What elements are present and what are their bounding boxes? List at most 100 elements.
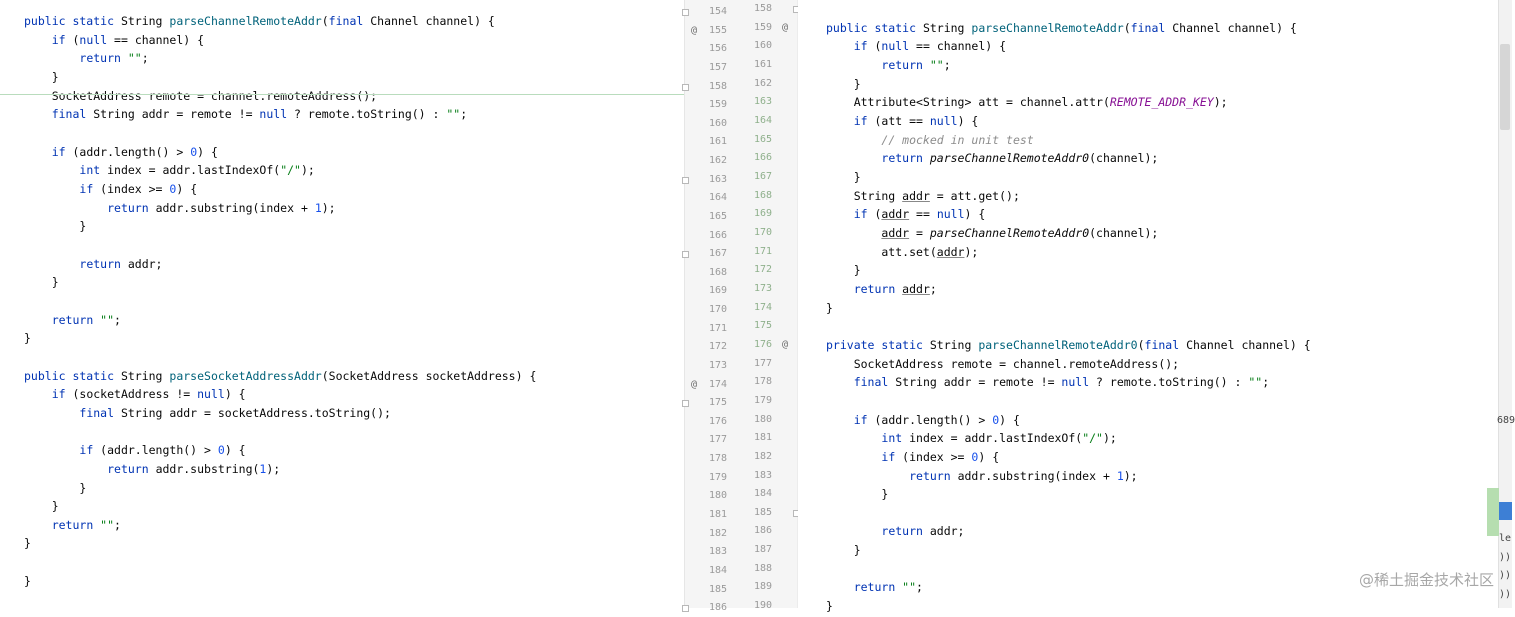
scrollbar-selection-marker[interactable] [1499, 502, 1512, 520]
code-line[interactable]: if (addr.length() > 0) { [853, 412, 1020, 427]
line-number: 162 [753, 77, 772, 89]
line-number: 174 [753, 301, 772, 313]
line-number: 168 [708, 266, 727, 278]
code-line[interactable]: final String addr = socketAddress.toStri… [79, 405, 391, 420]
vertical-scrollbar[interactable] [1498, 0, 1512, 608]
override-marker-icon[interactable]: @ [691, 24, 698, 36]
code-line[interactable]: if (null == channel) { [853, 39, 1007, 54]
scrollbar-thumb[interactable] [1500, 44, 1510, 130]
code-line[interactable]: return addr; [853, 281, 937, 296]
code-line[interactable]: att.set(addr); [826, 244, 979, 259]
code-line[interactable]: if (index >= 0) { [881, 449, 1000, 464]
line-number: 169 [753, 208, 772, 220]
code-line[interactable]: return ""; [79, 51, 149, 66]
code-line[interactable]: } [24, 536, 31, 551]
code-line[interactable]: int index = addr.lastIndexOf("/"); [79, 163, 315, 178]
code-line[interactable]: } [24, 219, 87, 234]
code-line[interactable]: if (addr.length() > 0) { [79, 443, 246, 458]
code-line[interactable]: return addr.substring(1); [107, 461, 281, 476]
code-line[interactable]: String addr = att.get(); [826, 188, 1020, 203]
line-number: 172 [753, 264, 772, 276]
code-line[interactable]: if (addr == null) { [853, 207, 986, 222]
code-line[interactable]: return ""; [51, 517, 121, 532]
code-line[interactable]: return parseChannelRemoteAddr0(channel); [881, 151, 1159, 166]
code-line[interactable]: } [826, 543, 861, 558]
code-line[interactable]: } [826, 599, 833, 614]
fold-marker-icon[interactable] [682, 176, 689, 184]
override-marker-icon[interactable]: @ [782, 21, 789, 33]
line-number: 155 [708, 24, 727, 36]
code-line[interactable]: final String addr = remote != null ? rem… [853, 375, 1270, 390]
line-number: 187 [753, 544, 772, 556]
code-line[interactable]: // mocked in unit test [881, 132, 1034, 147]
code-line[interactable]: return addr; [79, 256, 163, 271]
line-number: 158 [708, 80, 727, 92]
code-line[interactable]: } [826, 263, 861, 278]
line-number: 154 [708, 6, 727, 17]
line-number: 179 [708, 471, 727, 483]
code-line[interactable]: Attribute<String> att = channel.attr(REM… [826, 95, 1228, 110]
override-marker-icon[interactable]: @ [691, 378, 698, 390]
code-line[interactable]: return addr.substring(index + 1); [107, 200, 336, 215]
scrollbar-change-marker[interactable] [1487, 488, 1499, 536]
code-line[interactable]: return ""; [881, 57, 951, 72]
clipped-code-fragment: )) [1499, 551, 1512, 563]
code-line[interactable]: return ""; [51, 312, 121, 327]
code-line[interactable]: SocketAddress remote = channel.remoteAdd… [826, 356, 1180, 371]
code-line[interactable]: } [24, 331, 31, 346]
clipped-code-fragment: )) [1499, 570, 1512, 582]
fold-marker-icon[interactable] [682, 251, 689, 259]
code-line[interactable]: } [24, 480, 87, 495]
code-line[interactable]: return addr.substring(index + 1); [909, 468, 1138, 483]
code-line[interactable]: addr = parseChannelRemoteAddr0(channel); [881, 225, 1159, 240]
code-line[interactable]: return ""; [853, 580, 923, 595]
line-number: 164 [753, 114, 772, 126]
code-line[interactable]: } [826, 169, 861, 184]
code-line[interactable]: if (null == channel) { [51, 32, 205, 47]
line-number: 176 [753, 338, 772, 350]
code-line[interactable]: public static String parseChannelRemoteA… [24, 14, 495, 28]
code-line[interactable]: } [826, 76, 861, 91]
line-number: 159 [708, 99, 727, 111]
line-number: 172 [708, 341, 727, 353]
overflow-text: 689 [1497, 415, 1515, 426]
code-line[interactable]: public static String parseSocketAddressA… [24, 368, 537, 383]
line-number: 166 [753, 152, 772, 164]
code-line[interactable]: } [24, 499, 59, 514]
fold-marker-icon[interactable] [682, 605, 689, 613]
code-line[interactable]: if (att == null) { [853, 113, 979, 128]
code-line[interactable]: } [826, 300, 833, 315]
line-number: 158 [753, 3, 772, 14]
line-number: 167 [753, 170, 772, 182]
left-code-pane[interactable]: public static String parseChannelRemoteA… [0, 0, 684, 608]
code-line[interactable]: public static String parseChannelRemoteA… [826, 20, 1297, 35]
fold-marker-icon[interactable] [682, 400, 689, 408]
code-line[interactable]: } [24, 69, 59, 84]
code-line[interactable]: final String addr = remote != null ? rem… [51, 107, 468, 122]
code-line[interactable]: int index = addr.lastIndexOf("/"); [881, 431, 1117, 446]
code-line[interactable]: } [24, 573, 31, 588]
line-number: 170 [753, 226, 772, 238]
line-number: 173 [753, 282, 772, 294]
code-line[interactable]: if (addr.length() > 0) { [51, 144, 218, 159]
right-code-pane[interactable]: public static String parseChannelRemoteA… [798, 0, 1498, 613]
line-number: 180 [708, 490, 727, 502]
fold-marker-icon[interactable] [682, 83, 689, 91]
code-line[interactable]: return addr; [881, 524, 965, 539]
code-line[interactable]: if (socketAddress != null) { [51, 387, 246, 402]
code-line[interactable]: } [826, 487, 889, 502]
line-number: 182 [708, 527, 727, 539]
code-line[interactable]: } [24, 275, 59, 290]
override-marker-icon[interactable]: @ [782, 338, 789, 350]
line-number: 174 [708, 378, 727, 390]
line-number: 185 [753, 506, 772, 518]
fold-marker-icon[interactable] [682, 9, 689, 16]
line-number: 161 [753, 58, 772, 70]
line-number: 176 [708, 415, 727, 427]
code-line[interactable]: SocketAddress remote = channel.remoteAdd… [24, 88, 378, 103]
code-line[interactable]: if (index >= 0) { [79, 181, 198, 196]
code-line[interactable]: private static String parseChannelRemote… [826, 337, 1311, 352]
line-number: 160 [708, 117, 727, 129]
